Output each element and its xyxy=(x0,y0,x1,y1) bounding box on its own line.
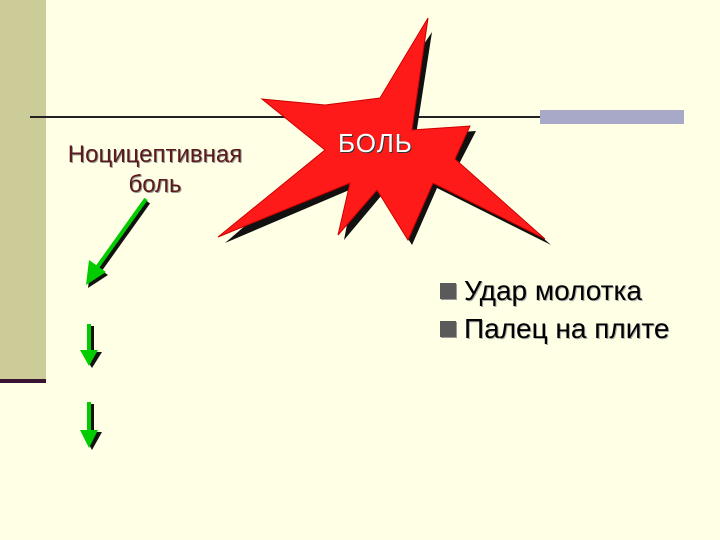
bullet-list: Удар молотка Палец на плите xyxy=(440,272,669,348)
bullet-text: Удар молотка xyxy=(464,275,642,306)
nociceptive-pain-label: Ноцицептивная боль xyxy=(67,141,243,198)
square-bullet-icon xyxy=(440,283,456,299)
arrow-down-icon xyxy=(80,402,102,450)
pain-label: БОЛЬ xyxy=(338,128,413,158)
accent-bar xyxy=(540,110,684,124)
left-band-edge xyxy=(0,379,46,383)
bullet-text: Палец на плите xyxy=(464,313,670,344)
explosion-burst-icon xyxy=(217,17,546,242)
arrow-down-icon xyxy=(86,197,151,288)
list-item: Палец на плите xyxy=(440,310,669,348)
left-decor-band xyxy=(0,0,46,383)
square-bullet-icon xyxy=(440,321,456,337)
arrow-down-icon xyxy=(80,324,102,368)
list-item: Удар молотка xyxy=(440,272,669,310)
